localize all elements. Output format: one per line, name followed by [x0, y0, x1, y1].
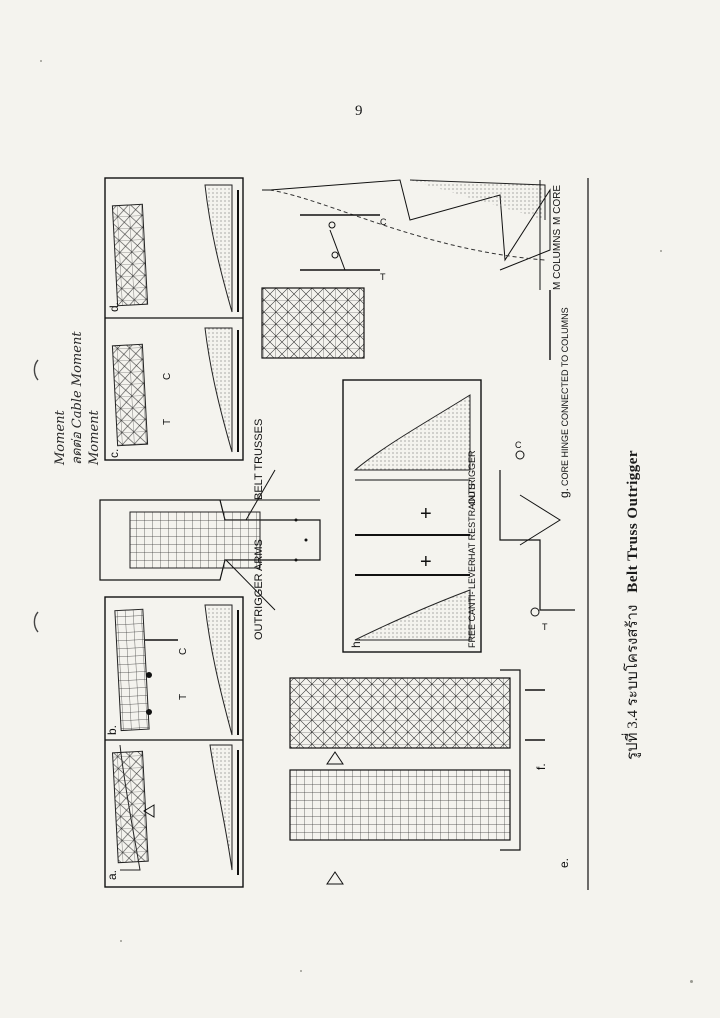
handwritten-note: Moment ลดต่อ Cable Moment Moment — [52, 331, 103, 465]
belt-trusses-leader — [245, 469, 276, 521]
fbd-t-label: T — [380, 272, 386, 282]
caption-prefix: รูปที่ 3.4 ระบบโครงสร้าง — [625, 604, 641, 760]
panel-d-label: d. — [107, 302, 121, 312]
panel-b-c-label: C — [178, 648, 189, 655]
paper-speck — [300, 970, 302, 972]
fbd-c-label: C — [380, 217, 387, 227]
handnote-line-2: ลดต่อ Cable Moment — [70, 331, 85, 465]
panel-g-c-label: C — [515, 440, 522, 450]
panel-b-sketch — [114, 604, 239, 736]
belt-trusses-label: BELT TRUSSES — [253, 419, 265, 500]
hat-restraints-label: HAT RESTRAINTS — [467, 483, 477, 560]
outrigger-arms-label: OUTRIGGER ARMS — [253, 539, 265, 640]
figure-caption: รูปที่ 3.4 ระบบโครงสร้าง Belt Truss Outri… — [620, 450, 644, 760]
core-hinge-label: CORE HINGE CONNECTED TO COLUMNS — [560, 307, 570, 486]
panel-a-label: a. — [105, 870, 119, 880]
panel-ab-frame: a. b. T C — [104, 596, 244, 888]
outrigger-h-label: OUTRIGGER — [467, 450, 477, 505]
panel-g-sketch — [499, 450, 575, 617]
building-elevation — [261, 179, 551, 360]
outrigger-arms-leader — [225, 559, 276, 611]
wind-arrow-a — [143, 804, 155, 818]
panel-c-c-label: C — [162, 373, 173, 380]
paper-speck — [40, 60, 42, 62]
panel-f-label: f. — [534, 763, 548, 770]
panel-b-label: b. — [105, 725, 119, 735]
free-cantilever-label: FREE CANTI- LEVER — [467, 559, 477, 648]
plus-sign-1: + — [420, 551, 432, 573]
paper-speck — [690, 980, 693, 983]
binder-hole-mark — [33, 611, 39, 633]
panel-c-label: c. — [107, 449, 121, 458]
panel-g-t-label: T — [542, 622, 548, 632]
panel-h-frame: + + — [342, 379, 482, 653]
free-body-tc — [300, 214, 380, 271]
m-core-label: M CORE — [552, 185, 563, 225]
caption-title: Belt Truss Outrigger — [625, 449, 641, 593]
panel-e-label: e. — [557, 858, 571, 868]
panel-cd-frame: c. d. T C — [104, 177, 244, 461]
page-number: 9 — [355, 103, 363, 119]
panel-c-t-label: T — [162, 419, 173, 425]
panel-b-t-label: T — [178, 694, 189, 700]
panel-h-label: h. — [349, 638, 363, 648]
panel-g-label: g. — [557, 488, 571, 498]
panel-ef-sketch — [289, 669, 545, 885]
isometric-tower-sketch — [99, 499, 321, 581]
paper-speck — [660, 250, 662, 252]
handnote-line-1: Moment — [53, 410, 68, 465]
paper-speck — [120, 940, 122, 942]
m-columns-label: M COLUMNS — [552, 229, 563, 290]
panel-a-sketch — [111, 744, 239, 875]
handnote-line-3: Moment — [87, 410, 102, 465]
plus-sign-2: + — [420, 503, 432, 525]
binder-hole-mark — [33, 359, 39, 381]
